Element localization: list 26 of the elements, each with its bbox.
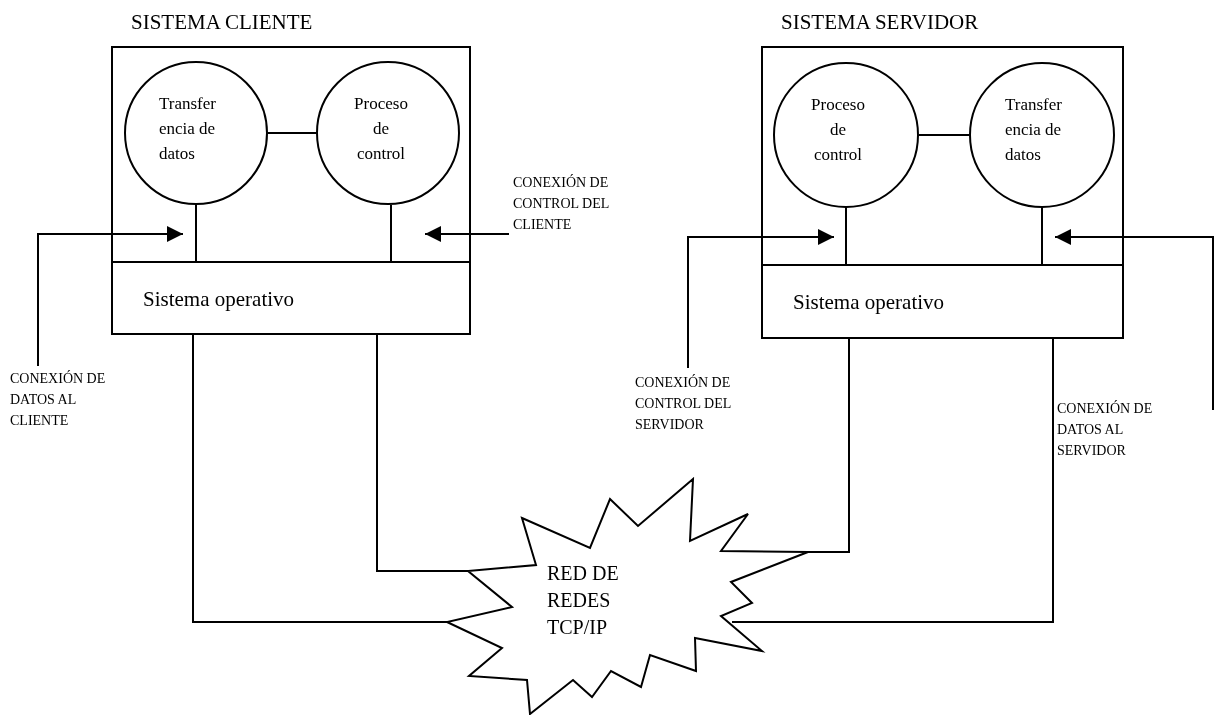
connection-label: CONEXIÓN DE DATOS AL CLIENTE <box>10 368 122 434</box>
connector-line <box>376 334 469 572</box>
arrow <box>1054 229 1214 411</box>
connector-line <box>807 338 850 553</box>
process-label: Proceso de control <box>353 93 409 165</box>
connection-label: CONEXIÓN DE DATOS AL SERVIDOR <box>1057 398 1169 464</box>
connector-line <box>390 204 392 262</box>
arrow <box>37 226 184 367</box>
connector-line <box>267 132 317 134</box>
process-label: Proceso de control <box>810 94 866 166</box>
process-label: Transfer encia de datos <box>159 93 217 165</box>
arrow <box>687 229 835 369</box>
network-label: RED DE REDES TCP/IP <box>547 561 620 640</box>
system-title: SISTEMA SERVIDOR <box>781 10 979 35</box>
system-title: SISTEMA CLIENTE <box>131 10 313 35</box>
layer-label: Sistema operativo <box>792 290 945 315</box>
layer-label: Sistema operativo <box>142 286 295 312</box>
connector-line <box>845 207 847 265</box>
connector-line <box>1041 207 1043 265</box>
connector-line <box>192 334 448 623</box>
connector-line <box>918 134 970 136</box>
connection-label: CONEXIÓN DE CONTROL DEL CLIENTE <box>513 172 625 238</box>
arrow <box>424 226 510 242</box>
connection-label: CONEXIÓN DE CONTROL DEL SERVIDOR <box>635 372 747 438</box>
connector-line <box>195 204 197 262</box>
process-label: Transfer encia de datos <box>1005 94 1063 166</box>
